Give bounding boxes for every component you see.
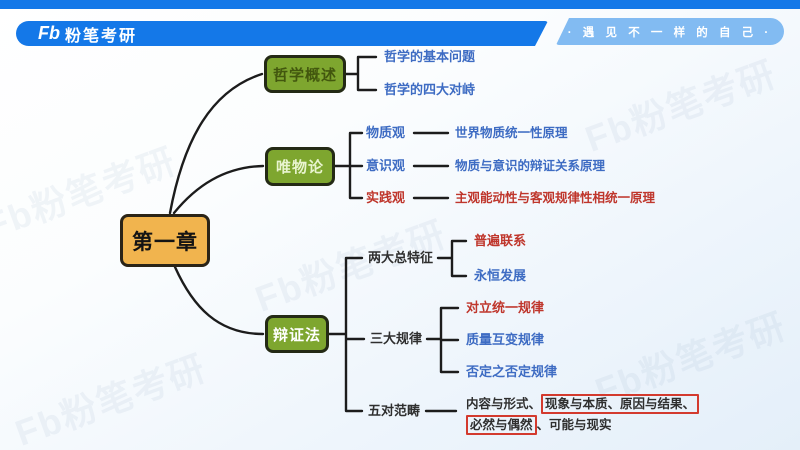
dashes-materialism <box>412 131 450 200</box>
five-categories-line1: 内容与形式、现象与本质、原因与结果、 <box>466 394 700 415</box>
label-three-laws: 三大规律 <box>370 331 423 346</box>
red-highlight-box-1: 现象与本质、原因与结果、 <box>541 394 700 414</box>
five-categories-line2: 必然与偶然、可能与现实 <box>466 415 699 436</box>
node-dialectics: 辩证法 <box>265 315 329 353</box>
label-matter-view: 物质观 <box>366 125 406 140</box>
leaf-eternal-development: 永恒发展 <box>474 268 527 283</box>
label-five-categories: 五对范畴 <box>368 403 421 418</box>
detail-world-material-unity: 世界物质统一性原理 <box>455 126 568 140</box>
detail-matter-consciousness-relation: 物质与意识的辩证关系原理 <box>455 159 606 173</box>
categories-plain-2: 、可能与现实 <box>536 418 612 432</box>
bracket-overview <box>344 55 378 92</box>
curve-root-to-overview <box>168 72 264 215</box>
node-philosophy-overview: 哲学概述 <box>264 55 346 93</box>
label-consciousness-view: 意识观 <box>366 158 406 173</box>
top-accent-strip <box>0 0 800 9</box>
bracket-materialism <box>333 131 364 200</box>
categories-plain-1: 内容与形式、 <box>466 397 542 411</box>
curve-root-to-dialectics <box>173 265 265 336</box>
leaf-four-confrontations: 哲学的四大对峙 <box>384 82 476 97</box>
slogan-text: · 遇 见 不 一 样 的 自 己 · <box>567 26 773 39</box>
bracket-dialectics <box>327 256 366 413</box>
label-two-features: 两大总特征 <box>368 250 434 265</box>
slogan-badge: · 遇 见 不 一 样 的 自 己 · <box>556 18 784 45</box>
label-practice-view: 实践观 <box>366 190 406 205</box>
brand-name: 粉笔考研 <box>65 27 138 45</box>
leaf-basic-question: 哲学的基本问题 <box>384 49 476 64</box>
bracket-three-laws <box>425 306 460 374</box>
detail-subjective-objective-unity: 主观能动性与客观规律性相统一原理 <box>455 191 656 205</box>
watermark: Fb粉笔考研 <box>9 346 212 450</box>
bracket-two-features <box>436 239 468 278</box>
red-highlight-box-2: 必然与偶然 <box>466 415 537 435</box>
leaf-universal-connection: 普遍联系 <box>474 233 527 248</box>
root-node-chapter-one: 第一章 <box>120 214 210 267</box>
leaf-unity-of-opposites: 对立统一规律 <box>466 300 545 315</box>
leaf-quality-quantity-change: 质量互变规律 <box>466 332 545 347</box>
node-materialism: 唯物论 <box>265 147 335 186</box>
watermark: Fb粉笔考研 <box>579 52 782 160</box>
fenbi-logo-icon: Fb <box>38 23 60 43</box>
header-bar: Fb 粉笔考研 <box>16 21 548 46</box>
curve-root-to-materialism <box>172 164 265 215</box>
five-categories-text: 内容与形式、现象与本质、原因与结果、 必然与偶然、可能与现实 <box>466 394 700 436</box>
leaf-negation-of-negation: 否定之否定规律 <box>466 364 558 379</box>
